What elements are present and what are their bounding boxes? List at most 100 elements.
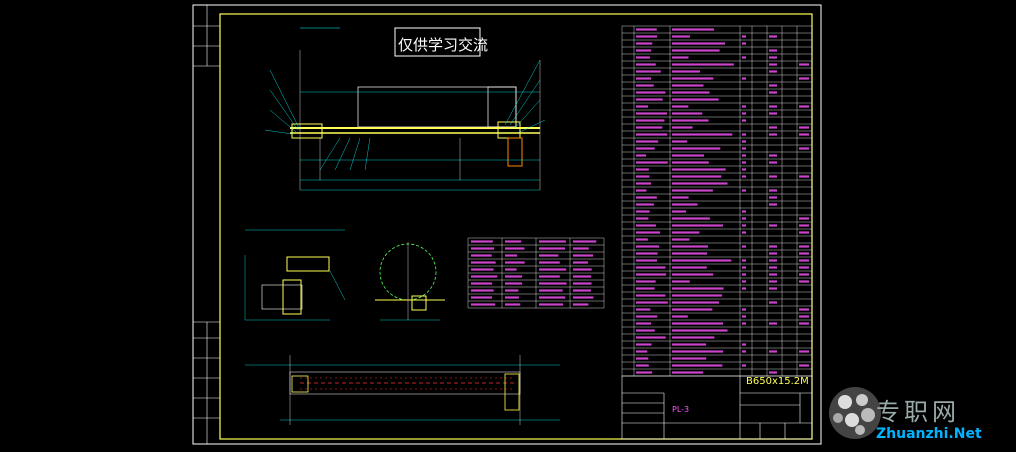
table-cell-text — [539, 282, 567, 285]
table-cell-text — [769, 301, 777, 304]
table-cell-text — [799, 126, 809, 129]
table-cell-text — [672, 63, 734, 66]
table-cell-text — [573, 261, 588, 264]
table-cell-text — [799, 266, 809, 269]
table-cell-text — [672, 238, 690, 241]
table-cell-text — [769, 161, 777, 164]
table-cell-text — [636, 175, 650, 178]
table-cell-text — [799, 245, 809, 248]
table-cell-text — [636, 91, 666, 94]
table-cell-text — [636, 210, 650, 213]
table-cell-text — [471, 296, 492, 299]
table-cell-text — [799, 259, 809, 262]
table-cell-text — [471, 275, 498, 278]
table-cell-text — [539, 303, 564, 306]
table-cell-text — [742, 119, 746, 122]
table-cell-text — [769, 245, 777, 248]
table-cell-text — [636, 371, 653, 374]
table-cell-text — [769, 350, 777, 353]
table-cell-text — [636, 308, 651, 311]
site-url[interactable]: Zhuanzhi.Net — [876, 426, 982, 442]
table-cell-text — [672, 252, 708, 255]
table-cell-text — [742, 224, 746, 227]
table-cell-text — [769, 252, 777, 255]
table-cell-text — [636, 294, 666, 297]
table-cell-text — [672, 70, 701, 73]
site-logo-text: 专职网 — [876, 398, 960, 426]
table-cell-text — [672, 294, 723, 297]
table-cell-text — [672, 56, 689, 59]
table-cell-text — [505, 254, 518, 257]
table-cell-text — [672, 126, 693, 129]
table-cell-text — [539, 240, 566, 243]
table-cell-text — [636, 217, 649, 220]
table-cell-text — [799, 133, 809, 136]
table-cell-text — [799, 322, 809, 325]
drawing-border — [219, 13, 813, 440]
table-cell-text — [742, 259, 746, 262]
table-cell-text — [769, 133, 777, 136]
table-cell-text — [573, 303, 589, 306]
table-cell-text — [471, 268, 494, 271]
table-cell-text — [636, 252, 658, 255]
table-cell-text — [636, 49, 652, 52]
table-cell-text — [769, 91, 777, 94]
table-cell-text — [799, 217, 809, 220]
table-cell-text — [672, 189, 713, 192]
table-cell-text — [636, 140, 659, 143]
table-cell-text — [672, 77, 714, 80]
table-cell-text — [799, 308, 809, 311]
table-cell-text — [742, 315, 746, 318]
table-cell-text — [636, 238, 648, 241]
table-cell-text — [672, 182, 728, 185]
table-cell-text — [672, 217, 710, 220]
table-cell-text — [672, 266, 707, 269]
table-cell-text — [672, 28, 715, 31]
table-cell-text — [672, 322, 723, 325]
table-cell-text — [769, 287, 777, 290]
table-cell-text — [636, 336, 666, 339]
table-cell-text — [742, 350, 746, 353]
table-cell-text — [672, 42, 726, 45]
table-cell-text — [742, 147, 746, 150]
parameter-table — [467, 237, 605, 309]
table-cell-text — [769, 63, 777, 66]
table-cell-text — [636, 266, 666, 269]
watermark-label: 仅供学习交流 — [398, 36, 489, 54]
table-cell-text — [742, 112, 746, 115]
drawing-code: B650x15.2M — [746, 376, 809, 387]
table-cell-text — [672, 315, 688, 318]
table-cell-text — [636, 301, 668, 304]
table-cell-text — [769, 112, 777, 115]
table-cell-text — [742, 322, 746, 325]
table-cell-text — [672, 175, 722, 178]
table-cell-text — [672, 112, 703, 115]
table-cell-text — [769, 196, 777, 199]
table-cell-text — [636, 329, 655, 332]
table-cell-text — [672, 301, 719, 304]
table-cell-text — [539, 289, 563, 292]
table-cell-text — [636, 35, 658, 38]
table-cell-text — [769, 280, 777, 283]
table-cell-text — [636, 259, 657, 262]
table-cell-text — [471, 240, 493, 243]
table-cell-text — [636, 315, 658, 318]
table-cell-text — [742, 35, 746, 38]
table-cell-text — [672, 154, 704, 157]
table-cell-text — [505, 261, 525, 264]
table-cell-text — [505, 275, 523, 278]
table-cell-text — [799, 224, 809, 227]
table-cell-text — [573, 296, 594, 299]
table-cell-text — [799, 231, 809, 234]
table-cell-text — [672, 280, 690, 283]
table-cell-text — [573, 240, 597, 243]
table-cell-text — [636, 350, 648, 353]
table-cell-text — [636, 245, 660, 248]
table-cell-text — [539, 247, 566, 250]
table-cell-text — [672, 343, 707, 346]
table-cell-text — [742, 133, 746, 136]
table-cell-text — [636, 56, 650, 59]
table-cell-text — [471, 254, 492, 257]
table-cell-text — [672, 133, 733, 136]
